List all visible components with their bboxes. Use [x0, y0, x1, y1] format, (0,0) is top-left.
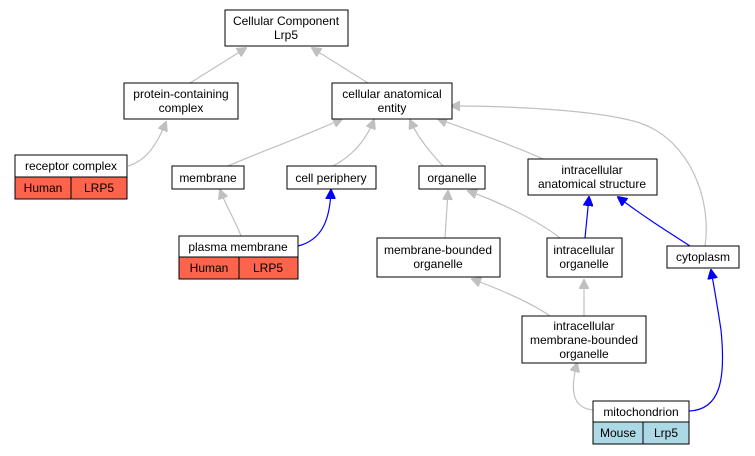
node-receptor-complex-label: receptor complex	[25, 159, 117, 173]
edge-plasma-membrane-to-membrane	[220, 190, 242, 237]
edge-mitochondrion-to-cytoplasm	[688, 270, 724, 412]
node-mbo-line1: membrane-bounded	[384, 243, 492, 257]
edges	[127, 48, 724, 412]
node-protein-complex-line2: complex	[159, 101, 204, 115]
node-imbo-line3: organelle	[559, 347, 609, 361]
node-cytoplasm-label: cytoplasm	[676, 250, 730, 264]
node-cellular-component-root[interactable]: Cellular Component Lrp5	[224, 9, 349, 47]
node-membrane-label: membrane	[179, 171, 237, 185]
edge-cae-to-root	[312, 48, 369, 84]
edge-ias-to-cae	[438, 119, 546, 161]
edge-cytoplasm-to-cae	[451, 106, 707, 247]
node-membrane[interactable]: membrane	[171, 165, 245, 190]
node-plasma-membrane-label: plasma membrane	[188, 240, 288, 254]
edge-imbo-to-mbo	[472, 279, 551, 317]
node-membrane-bounded-organelle[interactable]: membrane-bounded organelle	[376, 237, 501, 278]
edge-organelle-to-cae	[410, 120, 444, 167]
node-cae-line2: entity	[378, 101, 407, 115]
node-cae-line1: cellular anatomical	[342, 87, 441, 101]
annotation-species: Human	[24, 181, 63, 195]
edge-plasma-membrane-to-cell-periphery	[297, 190, 331, 247]
node-mitochondrion-label: mitochondrion	[603, 405, 678, 419]
edge-cell-periphery-to-cae	[332, 120, 374, 167]
node-cellular-anatomical-entity[interactable]: cellular anatomical entity	[331, 82, 453, 120]
annotation-cell-gene	[642, 421, 690, 445]
node-organelle[interactable]: organelle	[418, 165, 486, 190]
node-intracellular-organelle[interactable]: intracellular organelle	[546, 237, 623, 278]
node-io-line2: organelle	[559, 257, 609, 271]
node-mbo-line2: organelle	[413, 257, 463, 271]
edge-io-to-organelle	[468, 191, 561, 239]
node-protein-containing-complex[interactable]: protein-containing complex	[123, 82, 239, 120]
node-plasma-membrane[interactable]: plasma membrane Human LRP5	[178, 235, 299, 280]
edge-cytoplasm-to-ias	[618, 197, 691, 247]
node-root-line1: Cellular Component	[233, 14, 340, 28]
node-imbo-line2: membrane-bounded	[530, 333, 638, 347]
node-mitochondrion[interactable]: mitochondrion Mouse Lrp5	[592, 400, 690, 445]
node-organelle-label: organelle	[427, 171, 477, 185]
edge-io-to-ias	[585, 197, 589, 239]
node-io-line1: intracellular	[553, 243, 614, 257]
annotation-gene: Lrp5	[654, 426, 678, 440]
node-cell-periphery-label: cell periphery	[295, 171, 366, 185]
annotation-cell-gene	[70, 176, 128, 200]
annotation-species: Human	[190, 261, 229, 275]
node-receptor-complex[interactable]: receptor complex Human LRP5	[14, 154, 128, 200]
annotation-cell-gene	[238, 256, 299, 280]
node-ias-line1: intracellular	[561, 163, 622, 177]
edge-mbo-to-organelle	[445, 191, 448, 239]
edge-membrane-to-cae	[227, 119, 342, 167]
node-intracellular-membrane-bounded-organelle[interactable]: intracellular membrane-bounded organelle	[521, 315, 647, 364]
node-ias-line2: anatomical structure	[538, 177, 646, 191]
node-cell-periphery[interactable]: cell periphery	[286, 165, 377, 190]
annotation-gene: LRP5	[84, 181, 114, 195]
node-intracellular-anatomical-structure[interactable]: intracellular anatomical structure	[527, 158, 658, 196]
node-cytoplasm[interactable]: cytoplasm	[666, 245, 740, 269]
annotation-gene: LRP5	[253, 261, 283, 275]
node-root-line2: Lrp5	[274, 28, 298, 42]
edge-receptor-complex-to-protein-complex	[127, 122, 166, 167]
annotation-species: Mouse	[600, 426, 636, 440]
edge-protein-complex-to-root	[189, 48, 246, 84]
node-imbo-line1: intracellular	[553, 319, 614, 333]
node-protein-complex-line1: protein-containing	[133, 87, 228, 101]
edge-mitochondrion-to-imbo	[573, 363, 594, 411]
